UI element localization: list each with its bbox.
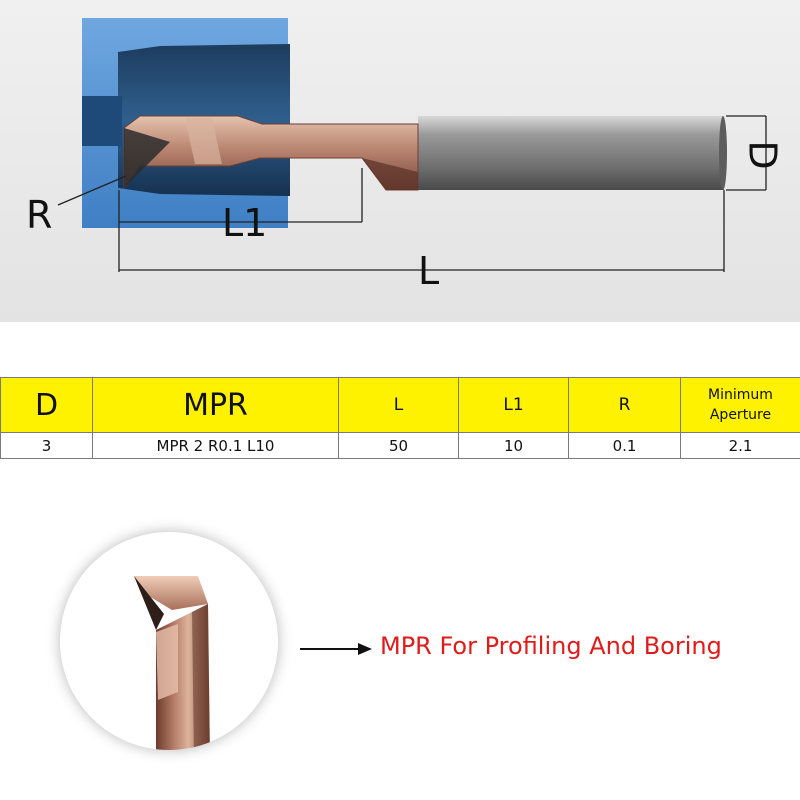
- header-min-aperture-line2: Aperture: [709, 407, 772, 423]
- tool-diagram: R L1 L D: [0, 0, 800, 322]
- tool-diagram-graphic: [57, 18, 767, 272]
- label-r: R: [26, 193, 53, 237]
- label-l1: L1: [222, 201, 268, 245]
- table-header-row: D MPR L L1 R Minimum Aperture: [0, 377, 800, 433]
- header-mpr: MPR: [92, 377, 339, 433]
- spec-table: D MPR L L1 R Minimum Aperture 3 MPR 2 R0…: [0, 377, 800, 459]
- header-r: R: [568, 377, 681, 433]
- cell-min-aperture: 2.1: [680, 432, 800, 459]
- header-min-aperture: Minimum Aperture: [680, 377, 800, 433]
- tool-tip-closeup: [134, 576, 210, 750]
- product-caption: MPR For Profiling And Boring: [380, 632, 722, 660]
- tool-shank: [418, 116, 724, 190]
- product-thumbnail: [60, 532, 278, 750]
- arrow-right-icon: [300, 643, 372, 655]
- header-l1: L1: [458, 377, 569, 433]
- cell-l1: 10: [458, 432, 569, 459]
- label-d: D: [740, 140, 785, 170]
- dimension-lines: [57, 115, 767, 272]
- cell-mpr: MPR 2 R0.1 L10: [92, 432, 339, 459]
- cell-r: 0.1: [568, 432, 681, 459]
- header-d: D: [0, 377, 93, 433]
- label-l: L: [418, 249, 440, 293]
- header-l: L: [338, 377, 459, 433]
- cell-l: 50: [338, 432, 459, 459]
- header-min-aperture-line1: Minimum: [708, 387, 773, 403]
- cell-d: 3: [0, 432, 93, 459]
- table-row: 3 MPR 2 R0.1 L10 50 10 0.1 2.1: [0, 432, 800, 459]
